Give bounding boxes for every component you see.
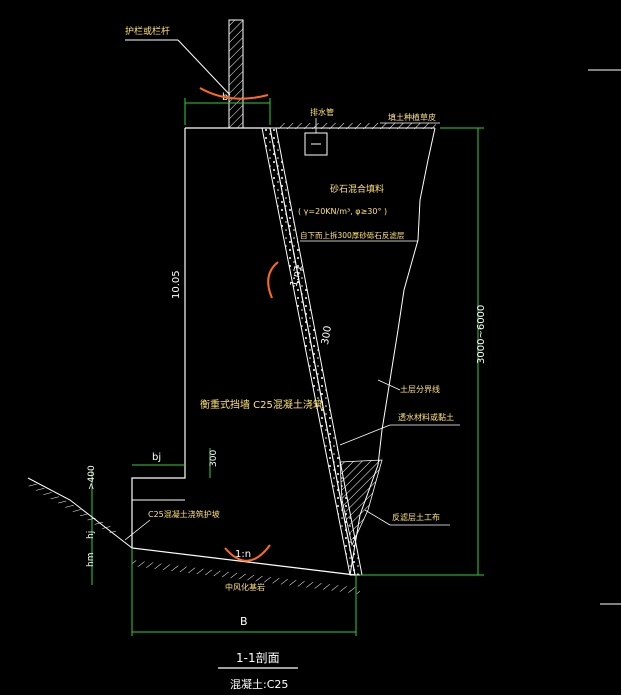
label-filter-layer: 反滤层土工布: [392, 512, 440, 522]
dim-hm: hm: [86, 553, 96, 567]
dim-height: 10.05: [171, 270, 182, 299]
dim-hj: hj: [86, 531, 96, 539]
label-backfill-surface: 填土种植草皮: [388, 112, 436, 122]
annotation-stroke-base: [224, 544, 271, 562]
guardrail-post: [228, 19, 244, 129]
dim-toe-width: bj: [152, 452, 161, 463]
label-geotextile-top: 自下而上拆300厚砂砾石反滤层: [300, 230, 405, 240]
drawing-title: 1-1剖面: [236, 651, 280, 665]
base-hatch: [131, 560, 361, 594]
label-foundation-base: 中风化基岩: [225, 582, 265, 592]
ground-top-hatch: [276, 123, 436, 129]
dim-base-width: B: [240, 615, 248, 628]
filter-layer-leader: [364, 509, 391, 526]
drain-layer-leader: [339, 424, 391, 446]
annotation-stroke-top: [199, 87, 269, 100]
label-soil-layer: 土层分界线: [400, 384, 440, 394]
guardrail-leader: [177, 39, 231, 96]
dim-h400: >400: [87, 465, 97, 490]
label-slope-ratio-base: 1:n: [235, 549, 251, 560]
label-drain-layer: 透水材料或黏土: [398, 412, 454, 422]
dim-wall-height: 3000~6000: [476, 305, 487, 364]
dim-toe-height: 300: [209, 450, 219, 467]
label-guardrail: 护栏或栏杆: [125, 25, 170, 37]
label-foundation-protect: C25混凝土浇筑护坡: [148, 509, 220, 519]
drawing-subtitle: 混凝土:C25: [230, 677, 288, 691]
ground-left-hatch: [26, 480, 117, 536]
soil-layer-leader: [377, 379, 401, 391]
foundation-protect-leader: [124, 519, 151, 541]
label-fill-params: ( γ=20KN/m³, φ≥30° ): [298, 207, 387, 216]
filter-hatch: [339, 459, 383, 547]
label-gravel-fill: 砂石混合填料: [330, 183, 384, 195]
dim-slope-spacing: 300: [320, 325, 334, 346]
wall-outline: [131, 127, 356, 576]
label-drain-pipe: 排水管: [310, 107, 334, 117]
label-wall-body: 衡重式挡墙 C25混凝土浇筑: [200, 398, 323, 411]
wall-toe: [131, 478, 185, 501]
annotation-stroke-slope: [267, 261, 279, 299]
